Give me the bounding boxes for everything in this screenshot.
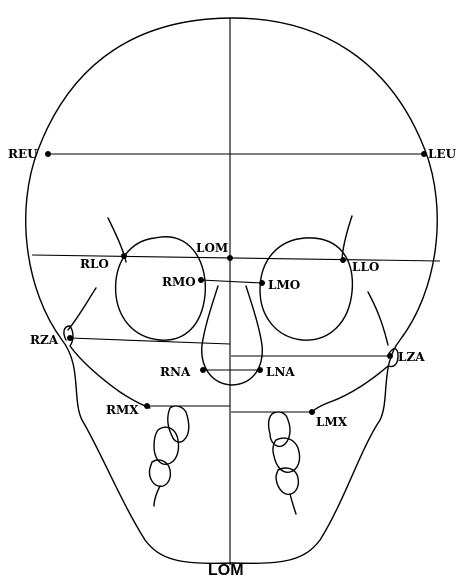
left-tooth-root: [290, 494, 296, 514]
right-tooth-root: [154, 486, 160, 506]
skull-outline: [26, 18, 438, 563]
right-tooth-lower: [149, 460, 170, 486]
right-tooth-middle: [154, 427, 179, 464]
rmx-label: RMX: [106, 403, 139, 417]
lna-point: [257, 367, 263, 373]
lmx-point: [309, 409, 315, 415]
left-temple-contour: [368, 292, 388, 345]
lza-label: LZA: [398, 350, 425, 364]
rna-label: RNA: [160, 365, 191, 379]
lza-point: [387, 353, 393, 359]
llo-point: [340, 257, 346, 263]
lom-top-label: LOM: [196, 241, 228, 255]
lmo-point: [259, 280, 265, 286]
right-temple-contour: [68, 288, 96, 330]
lmo-label: LMO: [268, 278, 300, 292]
lom-top-point: [227, 255, 233, 261]
reu-label: REU: [8, 147, 38, 161]
rza-label: RZA: [30, 333, 59, 347]
lmx-label: LMX: [316, 415, 348, 429]
lna-label: LNA: [266, 365, 295, 379]
left-brow-contour: [342, 216, 352, 262]
rna-point: [200, 367, 206, 373]
leu-point: [421, 151, 427, 157]
rza-point: [67, 335, 73, 341]
right-tooth-upper: [168, 406, 189, 442]
rmo-label: RMO: [162, 275, 196, 289]
lom-bottom-label: LOM: [208, 562, 244, 577]
rmo-point: [198, 277, 204, 283]
reu-point: [45, 151, 51, 157]
left-zygoma: [312, 349, 398, 412]
rmo-lmo-line: [201, 280, 262, 283]
left-tooth-upper: [269, 412, 290, 446]
leu-label: LEU: [428, 147, 457, 161]
rmx-point: [144, 403, 150, 409]
rlo-label: RLO: [80, 257, 109, 271]
llo-label: LLO: [352, 260, 379, 274]
rlo-point: [121, 253, 127, 259]
